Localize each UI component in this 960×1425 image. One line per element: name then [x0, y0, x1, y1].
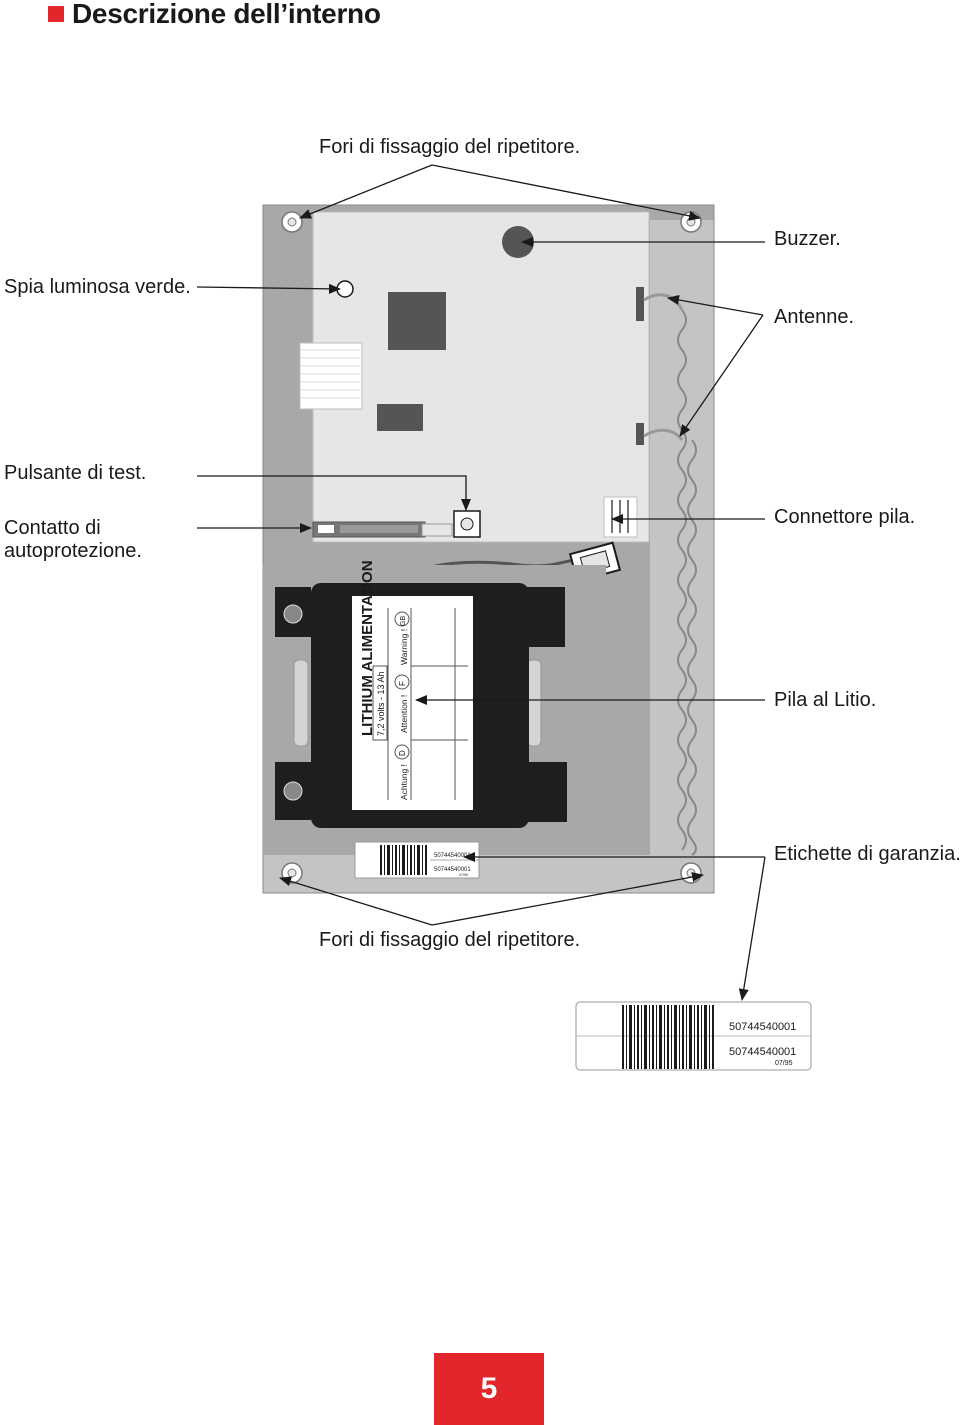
label-tamper-contact-line1: Contatto di: [4, 517, 101, 539]
main-chip: [388, 292, 446, 350]
battery-warn-gb: Warning !: [399, 629, 409, 665]
label-fixing-holes-bottom: Fori di fissaggio del ripetitore.: [319, 929, 581, 951]
battery-flag-d: D: [398, 750, 407, 756]
label-lithium-battery: Pila al Litio.: [774, 689, 877, 711]
battery-connector-socket: [603, 496, 638, 538]
section-header: Descrizione dell’interno: [48, 0, 381, 32]
pin-header: [299, 342, 363, 410]
barcode-large: [622, 1005, 714, 1069]
warranty-code-2: 50744540001: [729, 1046, 796, 1058]
warranty-label-detail: 50744540001 50744540001 07/95: [575, 1001, 812, 1071]
label-tamper-contact-line2: autoprotezione.: [4, 540, 142, 562]
label-buzzer: Buzzer.: [774, 228, 841, 250]
warranty-small-code-2: 50744540001: [434, 867, 471, 873]
battery-warn-d: Achtung !: [399, 764, 409, 800]
antenna-wires: [636, 287, 697, 856]
warranty-date: 07/95: [775, 1060, 793, 1067]
battery-brand: LITHIUM ALIMENTATION: [359, 560, 376, 736]
tamper-contact: [312, 521, 453, 538]
warranty-code-1: 50744540001: [729, 1021, 796, 1033]
bullet-square-icon: [48, 6, 64, 22]
page-title: Descrizione dell’interno: [72, 0, 381, 29]
battery-spec: 7,2 volts - 13 Ah: [376, 671, 386, 736]
battery-warn-f: Attention !: [399, 695, 409, 733]
label-battery-connector: Connettore pila.: [774, 506, 916, 528]
battery-clip-left: [275, 587, 311, 820]
label-antennas: Antenne.: [774, 306, 855, 328]
circuit-board: [299, 211, 650, 543]
label-warranty-labels: Etichette di garanzia.: [774, 843, 960, 865]
warranty-small-date: 07/95: [459, 873, 468, 877]
test-button: [453, 510, 481, 538]
warranty-small-code-1: 50744540001: [434, 853, 471, 859]
barcode-small: [380, 845, 427, 875]
callout-lines: [196, 164, 766, 1001]
label-test-button: Pulsante di test.: [4, 462, 147, 484]
mounting-hole-bottom-right: [680, 862, 702, 884]
battery-clip-right: [526, 587, 567, 822]
page-number-badge: 5: [434, 1353, 544, 1425]
label-green-led: Spia luminosa verde.: [4, 276, 191, 298]
lithium-battery: LITHIUM ALIMENTATION 7,2 volts - 13 Ah A…: [311, 560, 529, 828]
buzzer: [502, 226, 534, 258]
secondary-chip: [377, 404, 423, 431]
mounting-hole-top-left: [281, 211, 303, 233]
warranty-label-small: 50744540001 50744540001 07/95: [354, 841, 480, 879]
label-fixing-holes-top: Fori di fissaggio del ripetitore.: [319, 136, 581, 158]
battery-flag-f: F: [398, 681, 407, 686]
battery-flag-gb: GB: [400, 616, 407, 626]
